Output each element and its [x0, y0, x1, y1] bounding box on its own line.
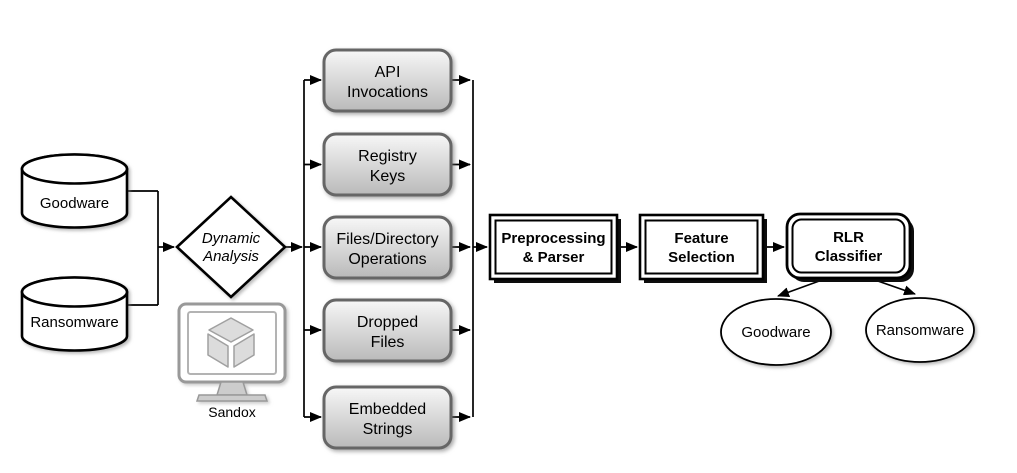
arrow-classifier-ransomware [874, 279, 916, 296]
sandbox-monitor-icon [177, 302, 287, 402]
feature-box-api: API Invocations [322, 48, 453, 113]
output-goodware-label: Goodware [741, 324, 810, 341]
arrow-classifier-goodware [777, 279, 823, 297]
feature-api-line2: Invocations [347, 84, 428, 101]
classifier-line1: RLR [833, 229, 864, 246]
input-goodware-label: Goodware [40, 195, 109, 212]
decision-label-line2: Analysis [202, 248, 259, 265]
input-ransomware-label: Ransomware [30, 314, 118, 331]
preprocessing-line1: Preprocessing [501, 230, 605, 247]
output-ransomware-label: Ransomware [876, 322, 964, 339]
feature-embedded-line1: Embedded [349, 401, 426, 418]
feature-files-line2: Operations [348, 251, 426, 268]
feature-selection-box: Feature Selection [638, 213, 767, 283]
feature-files-line1: Files/Directory [336, 231, 438, 248]
feature-registry-line1: Registry [358, 148, 417, 165]
sandbox-label: Sandox [208, 404, 255, 420]
feature-api-line1: API [375, 64, 401, 81]
preprocessing-box: Preprocessing & Parser [488, 213, 621, 283]
feature-box-files: Files/Directory Operations [322, 215, 453, 280]
input-ransomware-cylinder: Ransomware [20, 276, 129, 352]
feature-embedded-line2: Strings [363, 421, 413, 438]
classifier-line2: Classifier [815, 248, 883, 265]
feature-box-embedded: Embedded Strings [322, 385, 453, 450]
feature-boxes: API Invocations Registry Keys Files/Dire… [322, 48, 453, 450]
decision-label-line1: Dynamic [202, 230, 261, 247]
feature-dropped-line1: Dropped [357, 314, 418, 331]
feature-box-dropped: Dropped Files [322, 298, 453, 363]
feature-box-registry: Registry Keys [322, 132, 453, 197]
rlr-classifier-box: RLR Classifier [785, 212, 914, 282]
output-ransomware-ellipse: Ransomware [865, 297, 975, 363]
feature-registry-line2: Keys [370, 168, 406, 185]
connector-lines [127, 75, 916, 422]
connector-inputs-junction [127, 190, 159, 306]
output-goodware-ellipse: Goodware [720, 298, 832, 366]
dynamic-analysis-diamond: Dynamic Analysis [175, 195, 287, 299]
preprocessing-line2: & Parser [523, 249, 585, 266]
feature-selection-line2: Selection [668, 249, 735, 266]
input-goodware-cylinder: Goodware [20, 153, 129, 229]
feature-selection-line1: Feature [674, 230, 728, 247]
feature-dropped-line2: Files [371, 334, 405, 351]
cube-icon [207, 317, 255, 368]
